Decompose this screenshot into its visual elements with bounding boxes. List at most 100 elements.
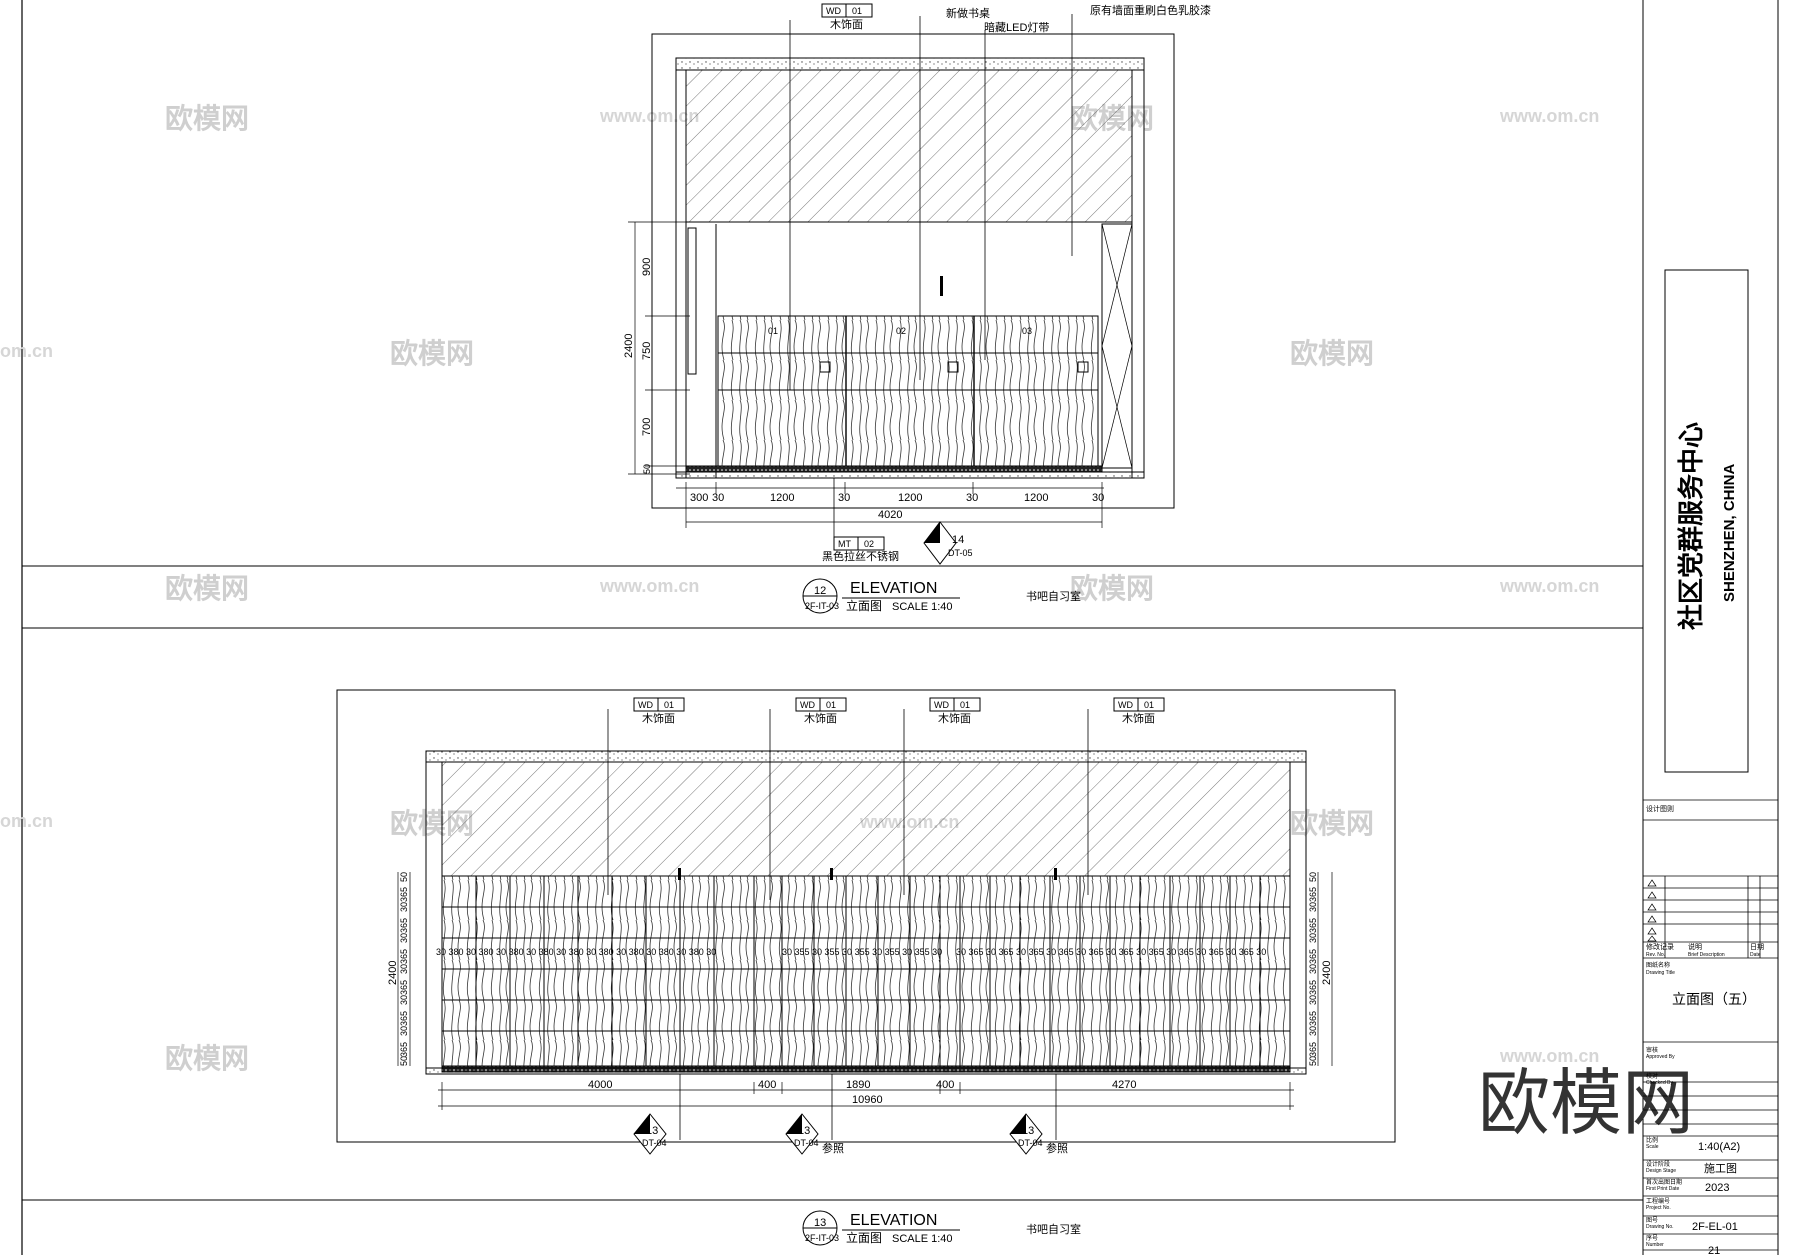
svg-text:审核: 审核 xyxy=(1646,1046,1658,1054)
svg-text:书吧自习室: 书吧自习室 xyxy=(1026,1222,1081,1236)
svg-text:比例: 比例 xyxy=(1646,1136,1658,1144)
svg-text:365: 365 xyxy=(399,887,409,902)
svg-text:30: 30 xyxy=(399,964,409,974)
elevation-13-title: 13 2F-IT-03 ELEVATION 立面图 SCALE 1:40 书吧自… xyxy=(802,1210,1081,1246)
drawing-title: 立面图（五） xyxy=(1672,991,1756,1007)
svg-text:02: 02 xyxy=(864,539,874,549)
svg-text:Number: Number xyxy=(1646,1242,1664,1248)
svg-text:4270: 4270 xyxy=(1112,1079,1136,1091)
svg-text:50: 50 xyxy=(399,872,409,882)
svg-text:50: 50 xyxy=(399,1056,409,1066)
svg-text:日期: 日期 xyxy=(1750,943,1764,951)
svg-text:13: 13 xyxy=(646,1125,658,1137)
svg-text:300: 300 xyxy=(690,492,708,504)
svg-text:4000: 4000 xyxy=(588,1079,612,1091)
svg-text:365: 365 xyxy=(399,1042,409,1057)
date-value: 2023 xyxy=(1705,1182,1729,1194)
detail-marker: 13 DT-04 参照 xyxy=(785,1113,844,1155)
svg-text:WD: WD xyxy=(1118,700,1133,710)
drawing-number: 2F-EL-01 xyxy=(1692,1221,1738,1233)
column-dimensions: 30 380 30 380 30 380 30 380 30 380 30 38… xyxy=(436,947,716,957)
svg-text:700: 700 xyxy=(641,418,653,436)
svg-text:30: 30 xyxy=(399,995,409,1005)
watermark-logo: 欧模网 xyxy=(1070,573,1154,604)
vertical-dimensions xyxy=(628,221,690,475)
svg-text:30: 30 xyxy=(399,1026,409,1036)
svg-text:13: 13 xyxy=(814,1217,826,1229)
watermark-logo: 欧模网 xyxy=(165,103,249,134)
watermarks: 欧模网 欧模网 欧模网 欧模网 欧模网 欧模网 欧模网 欧模网 欧模网 www.… xyxy=(0,103,1694,1144)
svg-text:序号: 序号 xyxy=(1646,1234,1658,1242)
svg-text:Approved By: Approved By xyxy=(1646,1054,1675,1060)
svg-text:365: 365 xyxy=(399,949,409,964)
svg-text:400: 400 xyxy=(936,1079,954,1091)
svg-text:365: 365 xyxy=(399,918,409,933)
row-dimensions-left: 50 365 30 365 30 365 30 365 30 365 30 36… xyxy=(387,872,411,1066)
desk-mark: 03 xyxy=(1022,326,1032,336)
svg-text:12: 12 xyxy=(814,585,826,597)
svg-text:WD: WD xyxy=(638,700,653,710)
svg-text:01: 01 xyxy=(826,700,836,710)
svg-text:木饰面: 木饰面 xyxy=(642,711,675,725)
desk-mark: 02 xyxy=(896,326,906,336)
svg-text:30: 30 xyxy=(1308,995,1318,1005)
svg-text:365: 365 xyxy=(399,980,409,995)
svg-text:书吧自习室: 书吧自习室 xyxy=(1026,589,1081,603)
svg-text:01: 01 xyxy=(1144,700,1154,710)
svg-text:Drawing Title: Drawing Title xyxy=(1646,970,1675,976)
elevation-13-frame xyxy=(336,689,1396,1143)
detail-marker: 14 DT-05 xyxy=(923,521,973,565)
svg-text:14: 14 xyxy=(952,534,964,546)
svg-text:30: 30 xyxy=(399,902,409,912)
svg-text:图号: 图号 xyxy=(1646,1217,1658,1224)
desk-unit: 01 02 03 xyxy=(717,315,1099,471)
svg-text:01: 01 xyxy=(852,6,862,16)
scale-value: 1:40(A2) xyxy=(1698,1141,1740,1153)
svg-text:01: 01 xyxy=(664,700,674,710)
svg-text:1200: 1200 xyxy=(770,492,794,504)
svg-text:Date: Date xyxy=(1750,952,1761,958)
watermark-url: om.cn xyxy=(0,341,53,361)
svg-text:DT-05: DT-05 xyxy=(948,548,973,558)
svg-text:SCALE 1:40: SCALE 1:40 xyxy=(892,1233,953,1245)
watermark-logo: 欧模网 xyxy=(1290,338,1374,369)
sequence-number: 21 xyxy=(1708,1245,1720,1255)
watermark-url: www.om.cn xyxy=(599,576,699,596)
svg-text:WD: WD xyxy=(826,6,841,16)
horizontal-dimensions xyxy=(676,482,1104,528)
svg-text:Brief Description: Brief Description xyxy=(1688,952,1725,958)
svg-text:DT-04: DT-04 xyxy=(1018,1138,1043,1148)
watermark-logo: 欧模网 xyxy=(165,573,249,604)
svg-text:750: 750 xyxy=(641,342,653,360)
svg-text:First Print Date: First Print Date xyxy=(1646,1186,1680,1192)
svg-text:参照: 参照 xyxy=(822,1141,844,1155)
svg-text:说明: 说明 xyxy=(1688,942,1702,951)
svg-text:校对: 校对 xyxy=(1646,1072,1658,1080)
watermark-logo: 欧模网 xyxy=(165,1043,249,1074)
watermark-url: www.om.cn xyxy=(1499,106,1599,126)
svg-text:黑色拉丝不锈钢: 黑色拉丝不锈钢 xyxy=(822,549,899,563)
svg-text:365: 365 xyxy=(1308,1042,1318,1057)
svg-text:参照: 参照 xyxy=(1046,1141,1068,1155)
svg-text:01: 01 xyxy=(960,700,970,710)
svg-text:DT-04: DT-04 xyxy=(642,1138,667,1148)
svg-text:木饰面: 木饰面 xyxy=(1122,711,1155,725)
svg-text:Design Stage: Design Stage xyxy=(1646,1168,1676,1174)
svg-text:30: 30 xyxy=(1308,1026,1318,1036)
stage-value: 施工图 xyxy=(1704,1162,1737,1175)
watermark-logo: 欧模网 xyxy=(390,338,474,369)
svg-text:立面图: 立面图 xyxy=(846,598,882,613)
project-location: SHENZHEN, CHINA xyxy=(1721,463,1738,602)
svg-text:2400: 2400 xyxy=(1321,961,1333,985)
svg-text:365: 365 xyxy=(1308,980,1318,995)
svg-text:木饰面: 木饰面 xyxy=(830,17,863,31)
svg-text:SCALE 1:40: SCALE 1:40 xyxy=(892,601,953,613)
svg-text:50: 50 xyxy=(1308,872,1318,882)
watermark-url: www.om.cn xyxy=(599,106,699,126)
watermark-url: www.om.cn xyxy=(1499,576,1599,596)
total-width: 4020 xyxy=(878,509,902,521)
note-led: 暗藏LED灯带 xyxy=(984,20,1049,34)
note-desk: 新做书桌 xyxy=(946,6,990,20)
material-tag-wd: WD 01 木饰面 xyxy=(633,697,685,725)
